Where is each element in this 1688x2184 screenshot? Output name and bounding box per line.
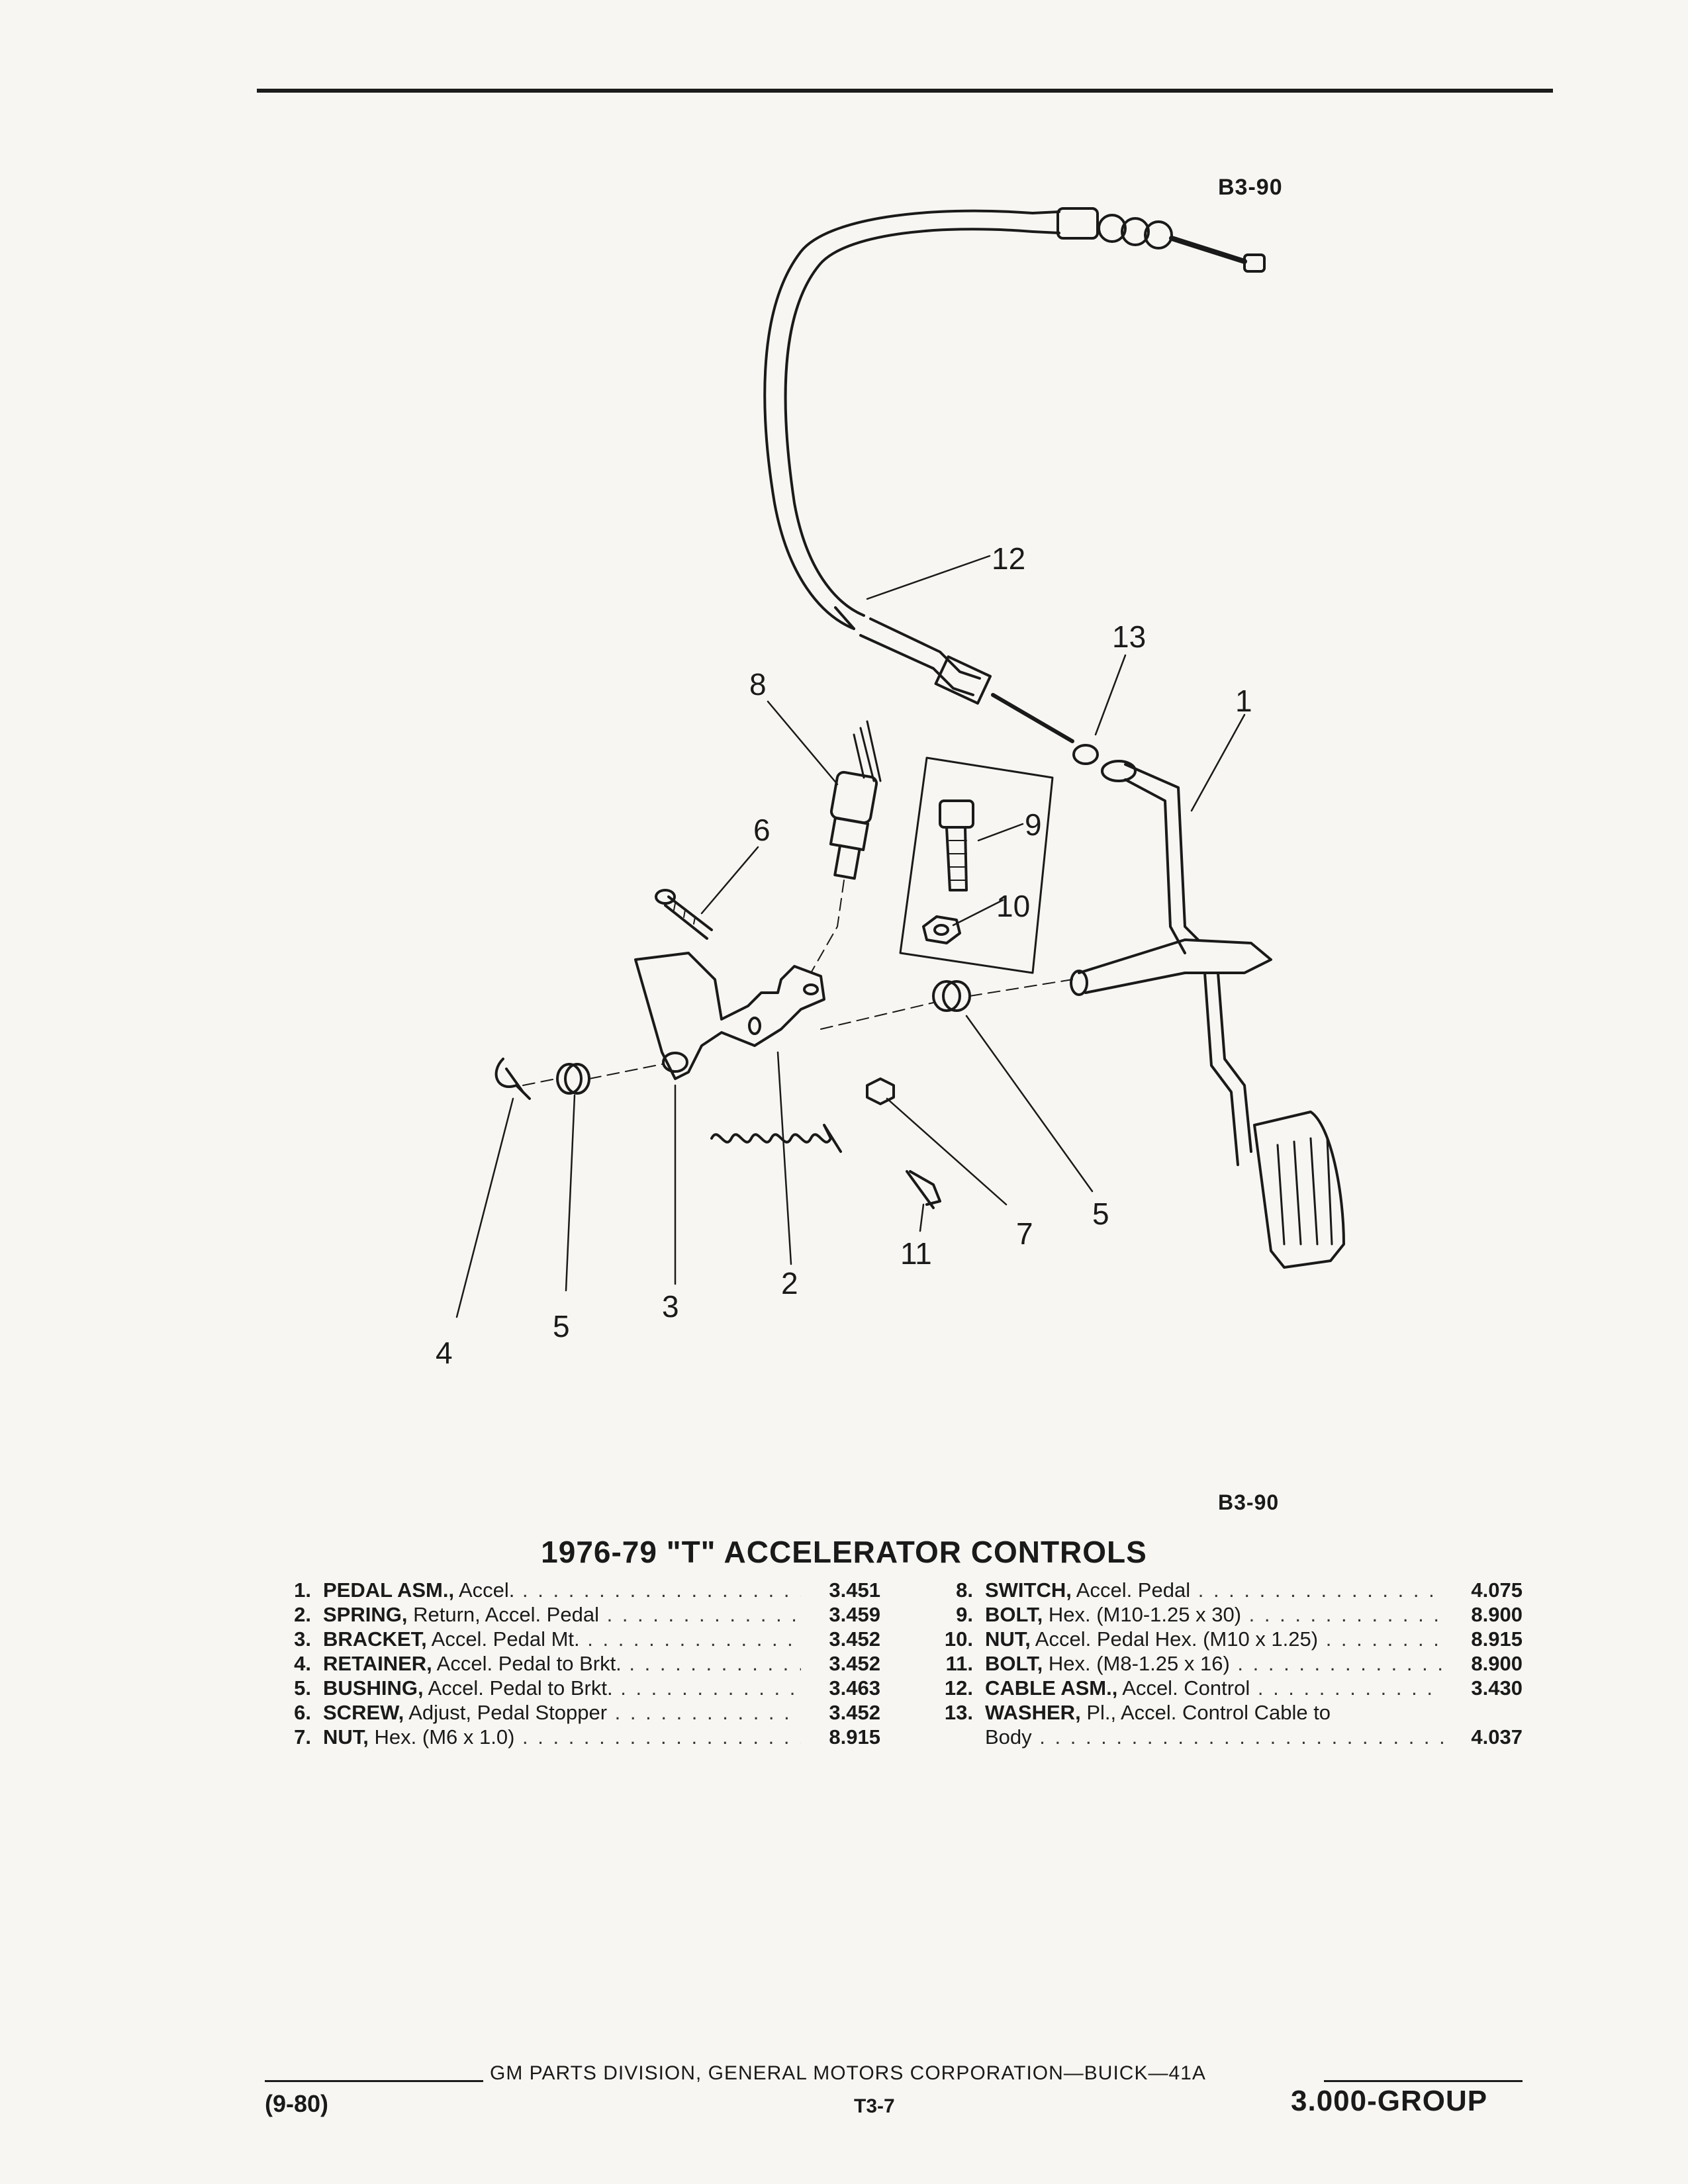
part-description: NUT, Accel. Pedal Hex. (M10 x 1.25) . . … [985, 1627, 1443, 1651]
part-number: 1. [294, 1578, 311, 1602]
callout-1: 1 [1235, 684, 1252, 718]
callout-5-left: 5 [553, 1309, 570, 1343]
footer-rule-left [265, 2080, 483, 2082]
washer-drawing [1072, 744, 1099, 765]
part-row: 10. NUT, Accel. Pedal Hex. (M10 x 1.25) .… [927, 1627, 1523, 1651]
inset-box-drawing [899, 756, 1054, 974]
group-number: 4.075 [1471, 1578, 1523, 1602]
footer-page-code: T3-7 [854, 2095, 895, 2117]
retainer-drawing [494, 1058, 531, 1100]
callout-7: 7 [1016, 1216, 1033, 1251]
group-number: 4.037 [1471, 1725, 1523, 1749]
part-description: BUSHING, Accel. Pedal to Brkt. . . . . .… [323, 1676, 801, 1700]
part-number: 10. [944, 1627, 973, 1651]
part-description: BOLT, Hex. (M8-1.25 x 16) . . . . . . . … [985, 1652, 1443, 1675]
part-row: 3. BRACKET, Accel. Pedal Mt. . . . . . . … [265, 1627, 880, 1651]
leader-lines [455, 555, 1246, 1318]
part-description: PEDAL ASM., Accel. . . . . . . . . . . .… [323, 1578, 801, 1602]
part-row: 1. PEDAL ASM., Accel. . . . . . . . . . .… [265, 1578, 880, 1602]
part-row: 5. BUSHING, Accel. Pedal to Brkt. . . . .… [265, 1676, 880, 1700]
section-title: 1976-79 "T" ACCELERATOR CONTROLS [541, 1535, 1147, 1569]
callout-6: 6 [753, 813, 771, 847]
part-number: 13. [944, 1701, 973, 1724]
part-number: 9. [956, 1603, 973, 1626]
part-row: 9. BOLT, Hex. (M10-1.25 x 30) . . . . . .… [927, 1602, 1523, 1627]
part-description: RETAINER, Accel. Pedal to Brkt. . . . . … [323, 1652, 801, 1675]
group-number: 8.900 [1471, 1603, 1523, 1626]
illustration-code-top: B3-90 [1218, 175, 1283, 200]
part-description: SCREW, Adjust, Pedal Stopper . . . . . .… [323, 1701, 801, 1724]
part-number: 3. [294, 1627, 311, 1651]
nut-drawing [866, 1077, 895, 1105]
callout-12: 12 [992, 541, 1025, 576]
part-number: 2. [294, 1603, 311, 1626]
group-number [1443, 1700, 1523, 1725]
top-rule [257, 89, 1553, 93]
group-number: 3.452 [829, 1627, 880, 1651]
group-number: 3.430 [1471, 1676, 1523, 1700]
group-number: 8.915 [829, 1725, 880, 1749]
spring-drawing [710, 1124, 842, 1153]
bushing-left-drawing [556, 1063, 590, 1095]
part-row: 7. NUT, Hex. (M6 x 1.0) . . . . . . . . .… [265, 1725, 880, 1749]
callout-10: 10 [996, 889, 1030, 923]
alignment-lines [522, 880, 1073, 1086]
part-number: 11. [945, 1652, 973, 1675]
pedal-assembly-drawing [1070, 760, 1345, 1269]
callout-2: 2 [781, 1266, 798, 1300]
bracket-drawing [634, 952, 825, 1080]
bushing-right-drawing [932, 980, 971, 1012]
part-number: 12. [944, 1676, 973, 1700]
part-row: 11. BOLT, Hex. (M8-1.25 x 16) . . . . . .… [927, 1651, 1523, 1676]
group-number: 3.451 [829, 1578, 880, 1602]
part-description: SWITCH, Accel. Pedal . . . . . . . . . .… [985, 1578, 1443, 1602]
part-row: Body . . . . . . . . . . . . . . . . . .… [927, 1725, 1523, 1749]
part-row: 4. RETAINER, Accel. Pedal to Brkt. . . . … [265, 1651, 880, 1676]
part-number [927, 1725, 985, 1749]
part-row: 13. WASHER, Pl., Accel. Control Cable to [927, 1700, 1523, 1725]
group-number: 3.463 [829, 1676, 880, 1700]
callout-9: 9 [1025, 807, 1042, 842]
part-number: 7. [294, 1725, 311, 1749]
screw-drawing [655, 889, 713, 940]
part-description: BOLT, Hex. (M10-1.25 x 30) . . . . . . .… [985, 1603, 1443, 1626]
group-number: 3.459 [829, 1603, 880, 1626]
part-description: NUT, Hex. (M6 x 1.0) . . . . . . . . . .… [323, 1725, 801, 1749]
callout-5-right: 5 [1092, 1197, 1109, 1231]
part-number: 4. [294, 1652, 311, 1675]
part-number: 5. [294, 1676, 311, 1700]
group-number: 8.900 [1471, 1652, 1523, 1675]
footer-group: 3.000-GROUP [1291, 2085, 1488, 2117]
part-description: BRACKET, Accel. Pedal Mt. . . . . . . . … [323, 1627, 801, 1651]
footer-rule-right [1324, 2080, 1523, 2082]
part-row: 2. SPRING, Return, Accel. Pedal . . . . .… [265, 1602, 880, 1627]
footer-line-text: GM PARTS DIVISION, GENERAL MOTORS CORPOR… [490, 2062, 1206, 2084]
part-row: 8. SWITCH, Accel. Pedal . . . . . . . . .… [927, 1578, 1523, 1602]
part-number: 8. [956, 1578, 973, 1602]
callout-4: 4 [436, 1336, 453, 1370]
part-number: 6. [294, 1701, 311, 1724]
callout-11: 11 [900, 1236, 932, 1271]
part-row: 12. CABLE ASM., Accel. Control . . . . . … [927, 1676, 1523, 1700]
parts-list-left: 1. PEDAL ASM., Accel. . . . . . . . . . .… [265, 1578, 880, 1749]
callout-8: 8 [749, 667, 767, 702]
part-description: Body . . . . . . . . . . . . . . . . . .… [985, 1725, 1443, 1749]
callout-13: 13 [1112, 619, 1146, 654]
cable-assembly-drawing [763, 207, 1266, 743]
part-row: 6. SCREW, Adjust, Pedal Stopper . . . . .… [265, 1700, 880, 1725]
part-description: WASHER, Pl., Accel. Control Cable to [985, 1701, 1331, 1724]
callout-3: 3 [662, 1289, 679, 1324]
parts-list-right: 8. SWITCH, Accel. Pedal . . . . . . . . .… [927, 1578, 1523, 1749]
switch-drawing [829, 720, 882, 880]
group-number: 3.452 [829, 1652, 880, 1675]
part-description: CABLE ASM., Accel. Control . . . . . . .… [985, 1676, 1443, 1700]
illustration-code-bottom: B3-90 [1218, 1490, 1280, 1514]
exploded-parts-illustration: 1 2 3 4 5 5 6 7 8 9 10 11 12 13 3-1 [436, 207, 1345, 1370]
part-description: SPRING, Return, Accel. Pedal . . . . . .… [323, 1603, 801, 1626]
footer-date-code: (9-80) [265, 2090, 329, 2117]
group-number: 8.915 [1471, 1627, 1523, 1651]
bolt-drawing [906, 1170, 941, 1209]
group-number: 3.452 [829, 1701, 880, 1724]
